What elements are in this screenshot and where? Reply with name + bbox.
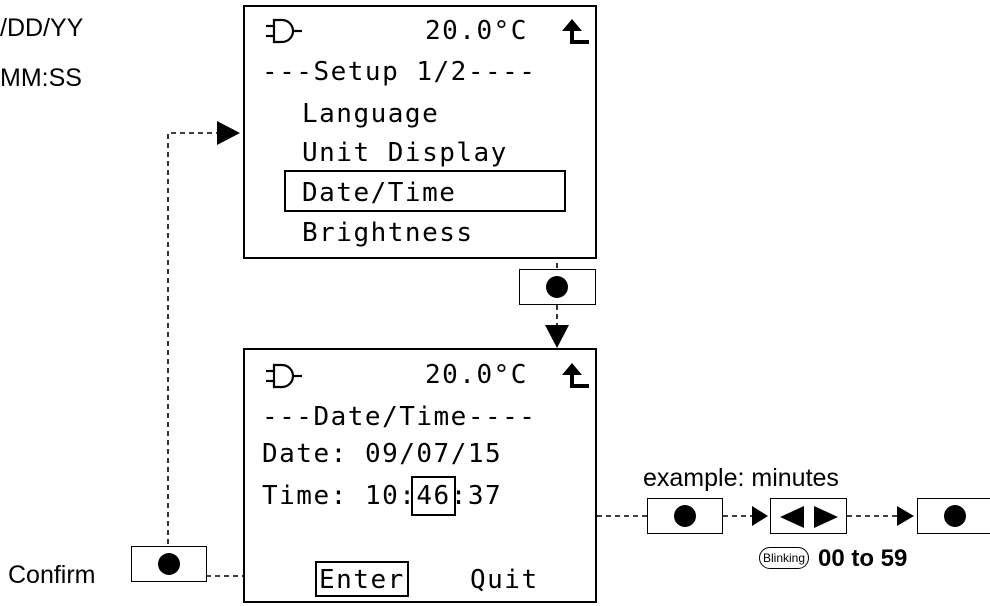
selection-highlight: [284, 170, 566, 212]
minute-range-label: 00 to 59: [818, 545, 908, 572]
time-label: Time:: [262, 481, 348, 511]
setup-title: ---Setup 1/2----: [262, 57, 537, 87]
time-row: Time: 10:46:37: [262, 476, 503, 516]
blinking-badge: Blinking: [759, 547, 810, 569]
time-second[interactable]: :37: [450, 481, 503, 511]
left-right-arrow-icons: [780, 506, 838, 528]
arrowhead-to-ok-button: [897, 506, 914, 526]
filled-circle-icon: [674, 505, 696, 527]
date-label: Date:: [262, 439, 348, 469]
date-format-note: /DD/YY: [0, 14, 84, 42]
menu-item-brightness[interactable]: Brightness: [302, 218, 474, 248]
date-time-screen: 20.0°C ---Date/Time---- Date: 09/07/15 T…: [243, 348, 597, 603]
left-right-buttons[interactable]: [770, 498, 847, 534]
filled-circle-icon: [944, 505, 966, 527]
filled-circle-icon: [158, 553, 180, 575]
final-ok-button[interactable]: [917, 498, 990, 534]
arrowhead-to-datetime-screen: [545, 325, 569, 348]
date-time-title: ---Date/Time----: [262, 402, 537, 432]
left-triangle-icon: [780, 506, 804, 528]
temperature-readout: 20.0°C: [425, 360, 528, 390]
menu-item-language[interactable]: Language: [302, 99, 440, 129]
filled-circle-icon: [546, 276, 568, 298]
arrowhead-to-setup: [217, 121, 240, 145]
setup-screen: 20.0°C ---Setup 1/2---- Language Unit Di…: [243, 5, 597, 259]
date-row: Date: 09/07/15: [262, 441, 502, 467]
plug-icon: [266, 18, 302, 44]
arrowhead-to-arrows-button: [752, 506, 768, 526]
time-format-note: MM:SS: [0, 64, 82, 92]
temperature-readout: 20.0°C: [425, 16, 528, 46]
enter-option[interactable]: Enter: [319, 565, 405, 595]
example-ok-button[interactable]: [647, 498, 723, 534]
menu-item-date-time[interactable]: Date/Time: [302, 178, 457, 208]
ok-button[interactable]: [519, 269, 596, 305]
time-minute-selected[interactable]: 46: [411, 476, 456, 516]
confirm-ok-button[interactable]: [131, 546, 207, 582]
plug-icon: [266, 363, 302, 389]
date-value[interactable]: 09/07/15: [364, 439, 503, 469]
quit-option[interactable]: Quit: [470, 565, 539, 595]
confirm-label: Confirm: [8, 561, 96, 589]
right-triangle-icon: [814, 506, 838, 528]
return-arrow-icon: [562, 19, 589, 44]
menu-item-unit-display[interactable]: Unit Display: [302, 138, 508, 168]
enter-highlight: [315, 561, 409, 597]
return-arrow-icon: [562, 363, 589, 388]
example-label: example: minutes: [643, 464, 839, 492]
confirm-to-setup-line: [167, 132, 218, 544]
time-hour[interactable]: 10:: [364, 481, 417, 511]
